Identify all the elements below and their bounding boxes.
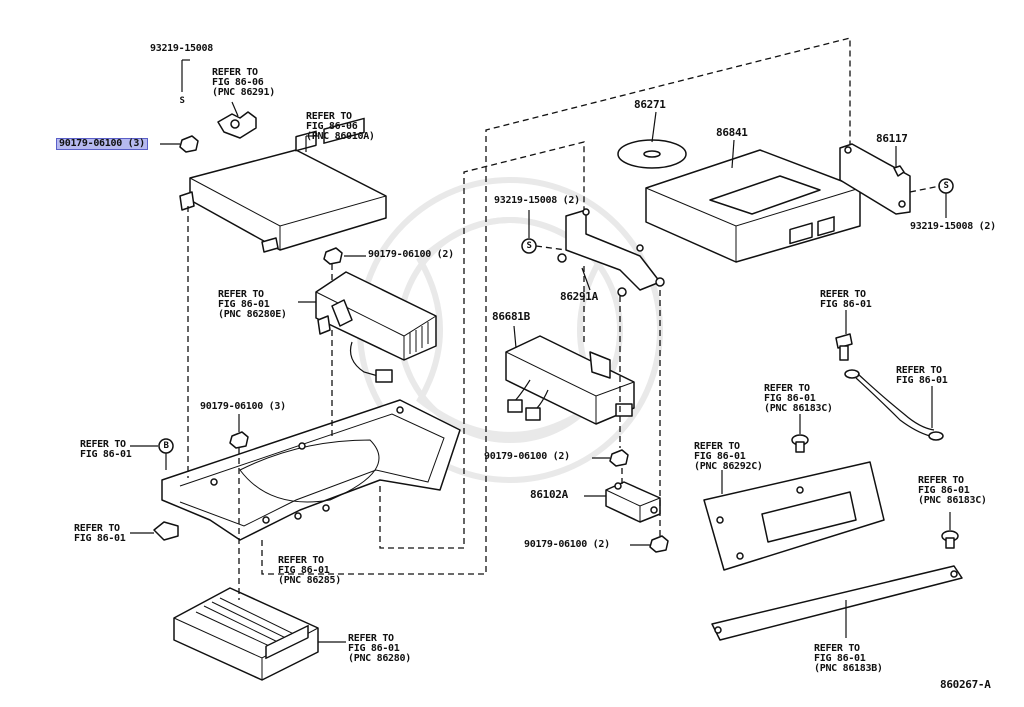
label-93219-15008-2-center: 93219-15008 (2): [494, 195, 580, 206]
label-90179-06100-2-bottom: 90179-06100 (2): [524, 539, 610, 550]
clip-86183c-right: [941, 530, 959, 549]
label-86102a: 86102A: [530, 488, 568, 501]
label-refer-86183c-right: REFER TO FIG 86-01 (PNC 86183C): [918, 475, 987, 506]
ecu-box-86010a: [179, 117, 387, 253]
label-refer-86291: REFER TO FIG 86-06 (PNC 86291): [212, 67, 275, 98]
label-refer-bolt: REFER TO FIG 86-01: [820, 289, 872, 310]
label-86271: 86271: [634, 98, 666, 111]
label-93219-15008-top: 93219-15008: [150, 43, 213, 54]
nut-90179-center: [609, 449, 629, 467]
nut-90179-bottom: [649, 535, 669, 553]
module-86681b: [505, 335, 635, 425]
clip: [153, 521, 179, 541]
label-refer-b: REFER TO FIG 86-01: [80, 439, 132, 460]
callout-s-center: S: [526, 241, 532, 251]
label-refer-86285: REFER TO FIG 86-01 (PNC 86285): [278, 555, 341, 586]
nut-90179-top: [179, 135, 199, 153]
label-90179-06100-2-mid: 90179-06100 (2): [368, 249, 454, 260]
nut-90179-mid: [323, 247, 343, 265]
callout-b: B: [163, 441, 169, 451]
label-refer-86010a: REFER TO FIG 86-06 (PNC 86010A): [306, 111, 375, 142]
nut-90179-left: [229, 431, 249, 449]
figure-code: 860267-A: [940, 678, 991, 691]
clip-86183c: [791, 434, 809, 453]
label-refer-86280: REFER TO FIG 86-01 (PNC 86280): [348, 633, 411, 664]
label-refer-86183b: REFER TO FIG 86-01 (PNC 86183B): [814, 643, 883, 674]
label-86291a: 86291A: [560, 290, 598, 303]
label-90179-06100-2-center: 90179-06100 (2): [484, 451, 570, 462]
label-86117: 86117: [876, 132, 908, 145]
label-refer-strap: REFER TO FIG 86-01: [896, 365, 948, 386]
relay-86102a: [605, 481, 661, 523]
base-tray-86285: [161, 399, 461, 541]
label-90179-06100-3-selected[interactable]: 90179-06100 (3): [56, 138, 148, 150]
bolt: [835, 333, 853, 361]
ground-strap: [844, 369, 944, 441]
cover-plate-86183b: [711, 565, 963, 641]
label-refer-86280e: REFER TO FIG 86-01 (PNC 86280E): [218, 289, 287, 320]
amplifier-86280e: [315, 271, 437, 383]
label-refer-clip: REFER TO FIG 86-01: [74, 523, 126, 544]
changer-86841: [645, 149, 861, 263]
bracket-86117: [839, 143, 911, 215]
callout-s-top: S: [179, 96, 185, 106]
label-86841: 86841: [716, 126, 748, 139]
label-90179-06100-3-left: 90179-06100 (3): [200, 401, 286, 412]
label-refer-86292c: REFER TO FIG 86-01 (PNC 86292C): [694, 441, 763, 472]
label-refer-86183c: REFER TO FIG 86-01 (PNC 86183C): [764, 383, 833, 414]
label-93219-15008-2-right: 93219-15008 (2): [910, 221, 996, 232]
bracket-86291a: [557, 208, 665, 297]
amplifier-86280: [173, 587, 319, 681]
callout-s-right: S: [943, 181, 949, 191]
label-86681b: 86681B: [492, 310, 530, 323]
panel-86292c: [703, 461, 885, 571]
disc-86271: [617, 139, 687, 169]
